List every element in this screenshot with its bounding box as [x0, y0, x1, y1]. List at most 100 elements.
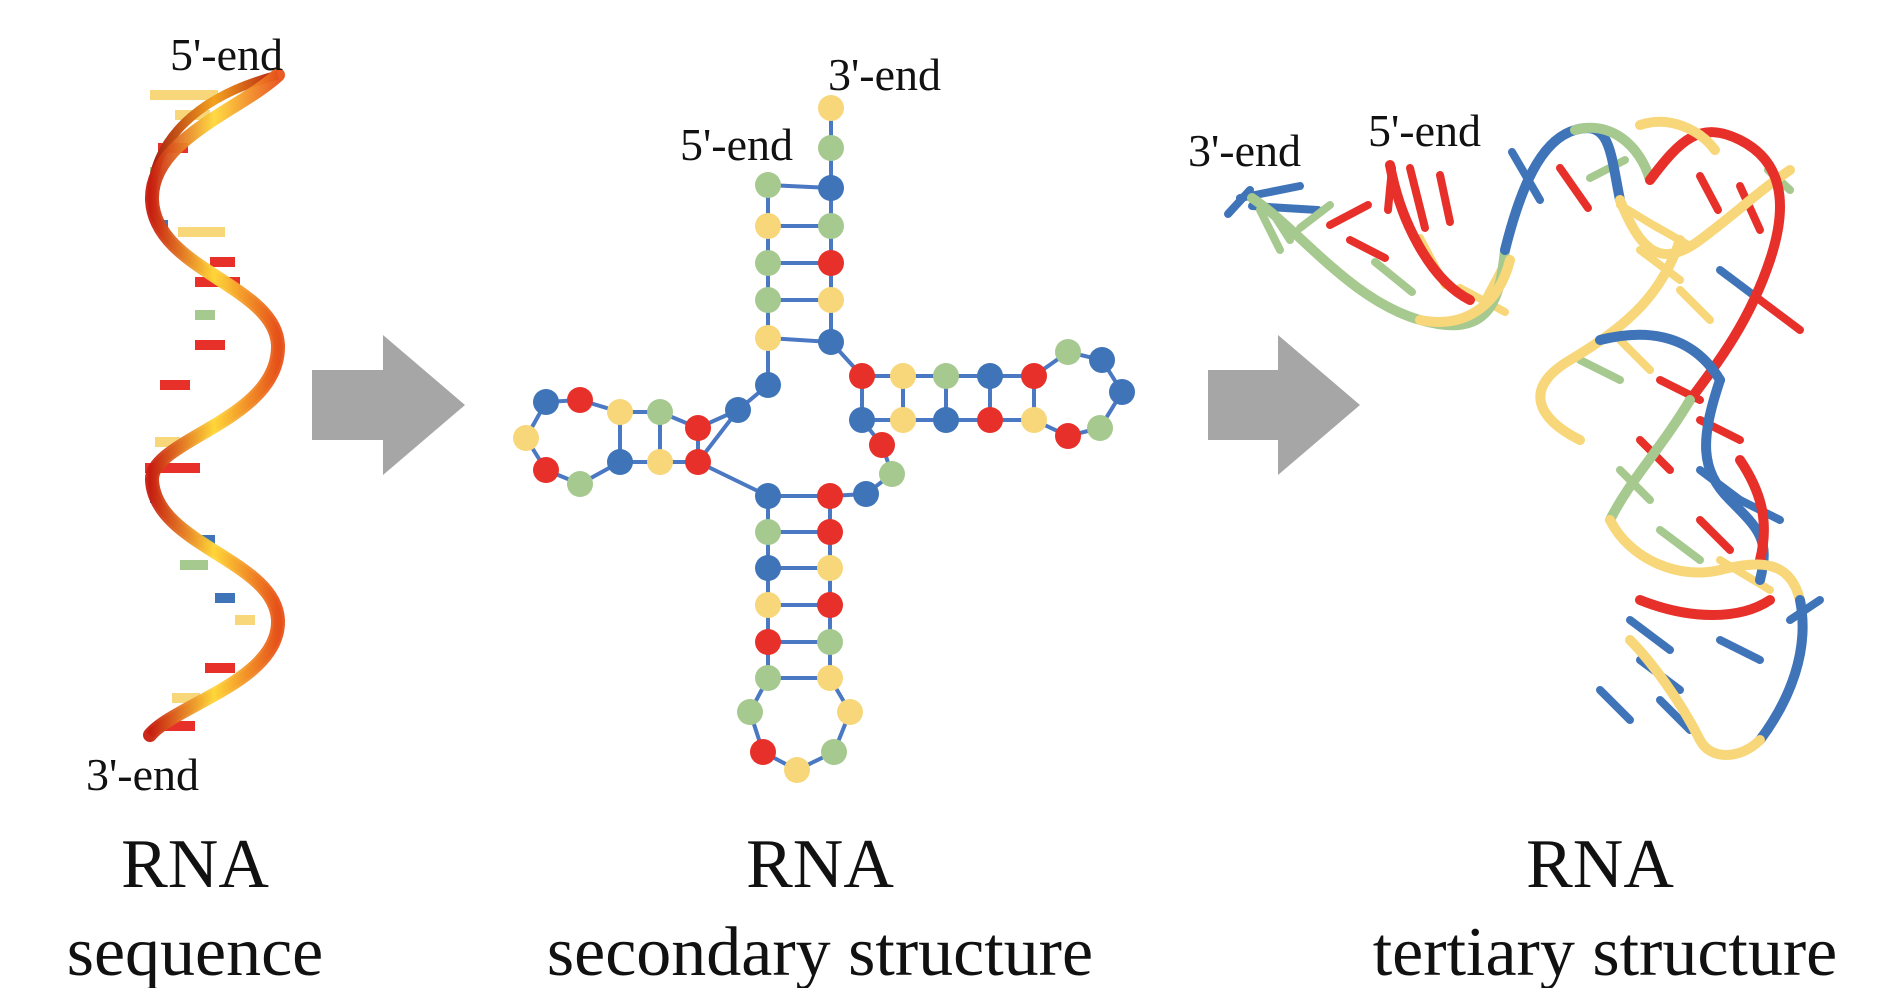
clover-nucleotide	[817, 665, 843, 691]
clover-nucleotide	[685, 449, 711, 475]
tertiary-base-stick	[1696, 516, 1734, 554]
tertiary-base-stick	[1256, 206, 1284, 254]
clover-nucleotide	[755, 250, 781, 276]
secondary-3-end-label: 3'-end	[828, 49, 942, 100]
clover-nucleotide	[1109, 379, 1135, 405]
tertiary-base-stick	[1596, 686, 1634, 724]
tertiary-base-stick	[1656, 526, 1704, 564]
clover-nucleotide	[755, 213, 781, 239]
clover-nucleotide	[818, 287, 844, 313]
clover-nucleotide	[817, 555, 843, 581]
clover-nucleotide	[890, 363, 916, 389]
rna-secondary-structure	[513, 95, 1135, 783]
helix-backbone-front	[143, 68, 286, 742]
sequence-3-end-label: 3'-end	[86, 749, 200, 800]
clover-nucleotide	[755, 325, 781, 351]
clover-nucleotide	[818, 135, 844, 161]
tertiary-backbone-ribbon	[1247, 116, 1808, 760]
clover-nucleotide	[533, 457, 559, 483]
clover-nucleotide	[933, 407, 959, 433]
clover-nucleotide	[849, 407, 875, 433]
rna-tertiary-structure	[1224, 116, 1824, 760]
clover-nucleotide	[755, 287, 781, 313]
rna-sequence-helix	[143, 68, 286, 742]
tertiary-base-stick	[1696, 172, 1722, 214]
tertiary-base-stick	[1676, 286, 1714, 324]
tertiary-base-stick	[1346, 236, 1389, 262]
tertiary-base-stick	[1326, 201, 1372, 229]
tertiary-base-stick	[1296, 201, 1334, 232]
tertiary-3-end-label: 3'-end	[1188, 125, 1302, 176]
tertiary-base-stick	[1736, 182, 1764, 234]
clover-nucleotide	[1021, 407, 1047, 433]
clover-nucleotide	[755, 519, 781, 545]
clover-nucleotide	[818, 175, 844, 201]
tertiary-ribbon-segment	[1500, 123, 1625, 255]
secondary-caption-line2: secondary structure	[546, 914, 1094, 988]
helix-backbone-back	[146, 70, 283, 739]
tertiary-ribbon-segment	[1615, 165, 1795, 260]
tertiary-ribbon-segment	[1645, 127, 1785, 265]
tertiary-ribbon-segment	[1735, 455, 1769, 565]
tertiary-ribbon-segment	[1755, 595, 1808, 745]
tertiary-ribbon-segment	[1605, 395, 1695, 525]
clover-nucleotide	[755, 592, 781, 618]
clover-nucleotide	[879, 461, 905, 487]
clover-nucleotide	[1055, 423, 1081, 449]
secondary-5-end-label: 5'-end	[680, 119, 794, 170]
clover-nucleotide	[755, 172, 781, 198]
clover-nucleotide	[1087, 415, 1113, 441]
tertiary-base-stick	[1576, 356, 1624, 384]
clover-nucleotide	[869, 432, 895, 458]
clover-nucleotide	[607, 449, 633, 475]
clover-nucleotide	[784, 757, 810, 783]
clover-nucleotide	[685, 415, 711, 441]
sequence-caption-line2: sequence	[66, 914, 324, 988]
clover-nucleotide	[890, 407, 916, 433]
tertiary-base-stick	[1406, 164, 1429, 232]
clover-nucleotide	[567, 387, 593, 413]
arrow-right-icon	[312, 335, 465, 475]
clover-nucleotide	[818, 250, 844, 276]
clover-nucleotide	[755, 665, 781, 691]
tertiary-base-stick	[1436, 171, 1454, 226]
clover-nucleotide	[818, 95, 844, 121]
clover-nucleotide	[977, 407, 1003, 433]
clover-nucleotide	[533, 389, 559, 415]
tertiary-base-stick	[1716, 636, 1764, 664]
tertiary-base-stick	[1626, 616, 1674, 654]
clover-nucleotide	[837, 699, 863, 725]
tertiary-ribbon-segment	[1605, 515, 1805, 605]
clover-nucleotide	[1055, 339, 1081, 365]
clover-nucleotide	[513, 425, 539, 451]
clover-nucleotide	[818, 329, 844, 355]
clover-nucleotide	[755, 555, 781, 581]
tertiary-caption-line1: RNA	[1526, 826, 1674, 903]
tertiary-ribbon-segment	[1535, 235, 1685, 445]
clover-backbone	[523, 185, 770, 487]
clover-nucleotide	[647, 449, 673, 475]
clover-nucleotide	[607, 399, 633, 425]
tertiary-base-stick	[1371, 258, 1416, 296]
clover-nucleotide	[817, 519, 843, 545]
tertiary-base-stick	[1651, 222, 1694, 250]
tertiary-caption-line2: tertiary structure	[1372, 914, 1838, 988]
clover-nucleotide	[817, 483, 843, 509]
clover-nucleotide	[821, 739, 847, 765]
clover-nucleotide	[725, 397, 751, 423]
tertiary-5-end-label: 5'-end	[1368, 105, 1482, 156]
clover-nucleotide	[933, 363, 959, 389]
clover-nucleotide	[1021, 363, 1047, 389]
clover-backbone	[697, 340, 1125, 773]
tertiary-base-stick	[1616, 336, 1654, 374]
clover-nucleotide	[567, 471, 593, 497]
arrow-right-icon	[1208, 335, 1360, 475]
clover-nucleotide	[853, 481, 879, 507]
tertiary-ribbon-segment	[1595, 329, 1725, 385]
sequence-5-end-label: 5'-end	[170, 29, 284, 80]
tertiary-ribbon-segment	[1625, 635, 1705, 745]
tertiary-base-stick	[1656, 696, 1694, 734]
secondary-caption-line1: RNA	[746, 826, 894, 903]
